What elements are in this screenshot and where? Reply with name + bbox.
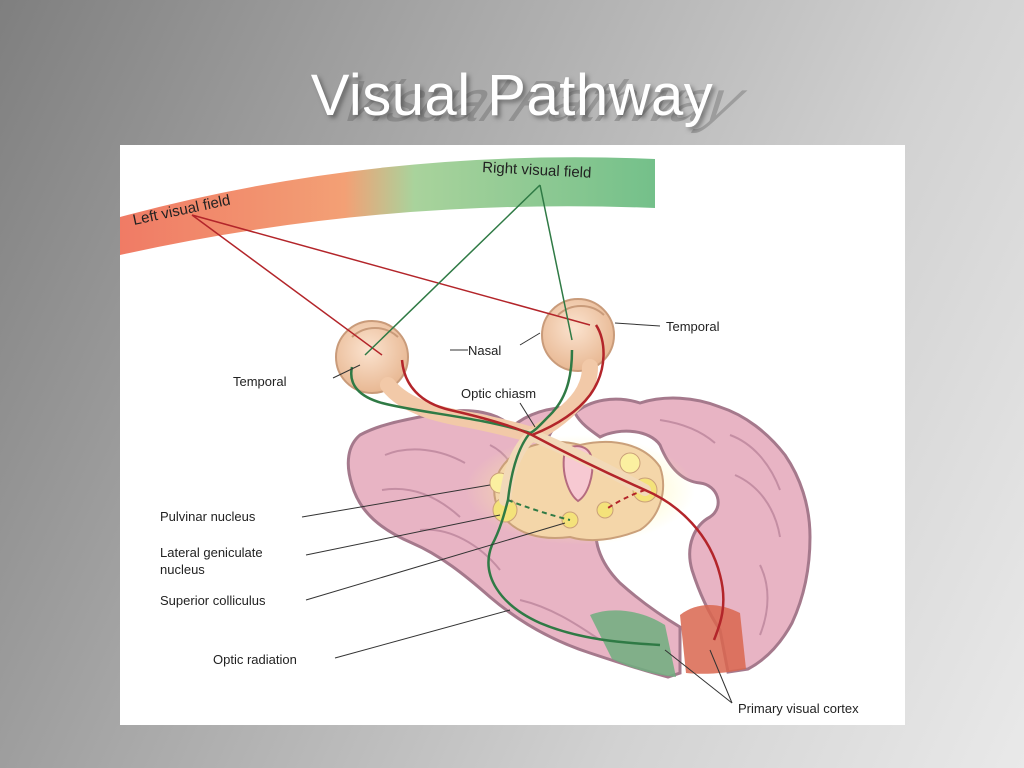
right-hemisphere-inner-folds xyxy=(659,419,781,636)
right-eye-lens xyxy=(557,305,605,316)
optic-chiasm-label: Optic chiasm xyxy=(461,386,536,401)
red-pathway-dashed xyxy=(604,489,646,511)
leader-lines xyxy=(301,322,733,704)
visual-pathway-diagram: Left visual field Right visual field xyxy=(120,157,859,716)
pulvinar-nucleus-label: Pulvinar nucleus xyxy=(160,509,256,524)
right-hemisphere xyxy=(573,396,812,674)
lgn-label-line2: nucleus xyxy=(160,562,205,577)
left-eye xyxy=(335,320,409,394)
green-pathway-dashed xyxy=(507,499,571,521)
light-rays xyxy=(191,184,591,356)
left-eye-lens xyxy=(351,327,399,338)
right-visual-field-label: Right visual field xyxy=(482,159,592,182)
temporal-left-label: Temporal xyxy=(233,374,287,389)
pulvinar-right-circle xyxy=(619,452,641,474)
lgn-label-line1: Lateral geniculate xyxy=(160,545,263,560)
red-pathway xyxy=(400,324,725,641)
optic-radiation-label: Optic radiation xyxy=(213,652,297,667)
colliculus-right-circle xyxy=(596,501,614,519)
visual-pathway-figure: Left visual field Right visual field xyxy=(120,145,905,725)
left-hemisphere-inner-folds xyxy=(381,444,601,641)
slide-title: Visual Pathway xyxy=(310,63,714,128)
superior-colliculus-label: Superior colliculus xyxy=(160,593,266,608)
primary-visual-cortex-label: Primary visual cortex xyxy=(738,701,859,716)
nasal-label: Nasal xyxy=(468,343,501,358)
visual-field-band xyxy=(120,157,655,255)
temporal-right-label: Temporal xyxy=(666,319,720,334)
